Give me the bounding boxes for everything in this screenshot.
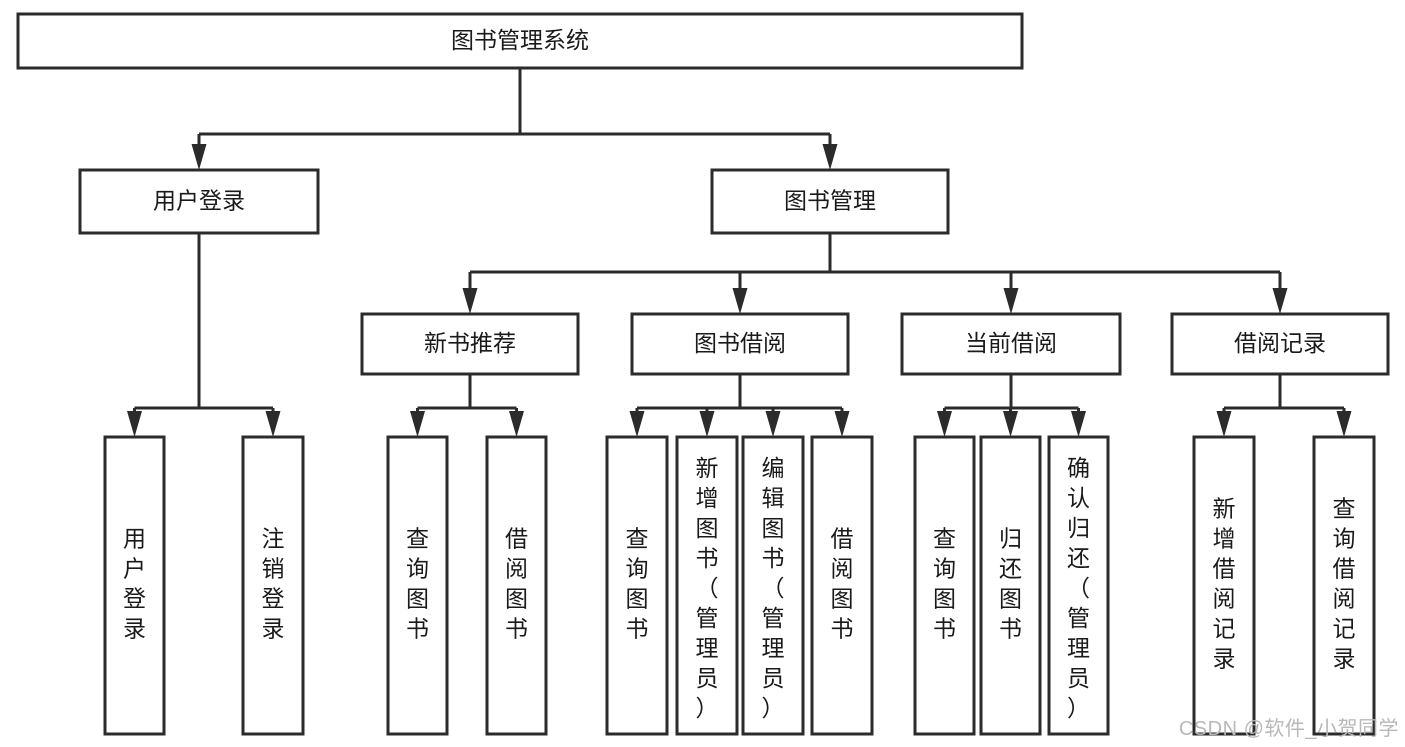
- node-leaf-query-book-1[interactable]: 查询图书: [386, 435, 449, 736]
- node-label: 注销登录: [262, 526, 285, 642]
- node-label: 编辑图书（管理员）: [762, 455, 785, 721]
- edge-connector: [468, 374, 524, 437]
- node-label: 查询图书: [933, 526, 956, 642]
- node-leaf-confirm-return[interactable]: 确认归还（管理员）: [1047, 435, 1110, 736]
- edge-connector: [518, 68, 838, 170]
- node-box[interactable]: [900, 312, 1122, 376]
- node-leaf-add-record[interactable]: 新增借阅记录: [1192, 435, 1256, 736]
- node-box[interactable]: [913, 435, 976, 736]
- edge-connector: [732, 233, 832, 314]
- node-box[interactable]: [710, 168, 950, 235]
- edge-connector: [197, 233, 281, 437]
- node-leaf-user-login[interactable]: 用户登录: [103, 435, 166, 736]
- node-book-borrow[interactable]: 图书借阅: [630, 312, 850, 376]
- node-label: 借阅图书: [505, 526, 528, 642]
- node-box[interactable]: [810, 435, 874, 736]
- node-box[interactable]: [1170, 312, 1390, 376]
- node-leaf-add-book[interactable]: 新增图书（管理员）: [675, 435, 739, 736]
- node-leaf-edit-book[interactable]: 编辑图书（管理员）: [741, 435, 805, 736]
- node-new-book-rec[interactable]: 新书推荐: [360, 312, 580, 376]
- node-leaf-query-record[interactable]: 查询借阅记录: [1312, 435, 1376, 736]
- node-box[interactable]: [675, 435, 739, 736]
- node-leaf-borrow-book-1[interactable]: 借阅图书: [485, 435, 548, 736]
- node-current-borrow[interactable]: 当前借阅: [900, 312, 1122, 376]
- edge-connector: [828, 233, 1288, 314]
- node-box[interactable]: [741, 435, 805, 736]
- node-user-login[interactable]: 用户登录: [78, 168, 320, 235]
- edge-connector: [699, 374, 742, 437]
- edge-connector: [410, 374, 472, 437]
- edge-connector: [738, 374, 850, 437]
- node-box[interactable]: [979, 435, 1042, 736]
- node-label: 确认归还（管理员）: [1067, 455, 1090, 721]
- node-label: 用户登录: [123, 526, 146, 642]
- node-label: 新增图书（管理员）: [696, 455, 719, 721]
- edge-connector: [191, 68, 522, 170]
- node-box[interactable]: [605, 435, 669, 736]
- edge-connector: [629, 374, 742, 437]
- node-box[interactable]: [103, 435, 166, 736]
- node-root[interactable]: 图书管理系统: [16, 12, 1024, 70]
- edge-connector: [1216, 374, 1282, 437]
- node-label: 查询借阅记录: [1333, 496, 1356, 672]
- node-label: 用户登录: [153, 188, 245, 214]
- node-box[interactable]: [241, 435, 305, 736]
- node-box[interactable]: [1047, 435, 1110, 736]
- node-label: 借阅图书: [831, 526, 854, 642]
- edges-layer: [127, 68, 1352, 437]
- edge-connector: [127, 233, 201, 437]
- node-box[interactable]: [1312, 435, 1376, 736]
- node-box[interactable]: [1192, 435, 1256, 736]
- node-leaf-query-book-3[interactable]: 查询图书: [913, 435, 976, 736]
- node-leaf-query-book-2[interactable]: 查询图书: [605, 435, 669, 736]
- node-label: 查询图书: [406, 526, 429, 642]
- node-box[interactable]: [630, 312, 850, 376]
- edge-connector: [1009, 374, 1086, 437]
- node-label: 归还图书: [999, 526, 1022, 642]
- node-box[interactable]: [78, 168, 320, 235]
- node-label: 借阅记录: [1234, 330, 1326, 356]
- node-label: 新书推荐: [424, 330, 516, 356]
- node-box[interactable]: [386, 435, 449, 736]
- node-label: 查询图书: [626, 526, 649, 642]
- node-label: 当前借阅: [965, 330, 1057, 356]
- node-leaf-return-book[interactable]: 归还图书: [979, 435, 1042, 736]
- edge-connector: [937, 374, 1013, 437]
- node-label: 新增借阅记录: [1213, 496, 1236, 672]
- node-book-manage[interactable]: 图书管理: [710, 168, 950, 235]
- node-label: 图书管理系统: [451, 27, 589, 53]
- nodes-layer: 图书管理系统用户登录图书管理新书推荐图书借阅当前借阅借阅记录用户登录注销登录查询…: [16, 12, 1390, 736]
- edge-connector: [1278, 374, 1352, 437]
- node-leaf-borrow-book-2[interactable]: 借阅图书: [810, 435, 874, 736]
- node-box[interactable]: [360, 312, 580, 376]
- node-box[interactable]: [16, 12, 1024, 70]
- node-leaf-logout[interactable]: 注销登录: [241, 435, 305, 736]
- node-box[interactable]: [485, 435, 548, 736]
- edge-connector: [738, 374, 781, 437]
- node-borrow-record[interactable]: 借阅记录: [1170, 312, 1390, 376]
- node-label: 图书管理: [784, 188, 876, 214]
- node-label: 图书借阅: [694, 330, 786, 356]
